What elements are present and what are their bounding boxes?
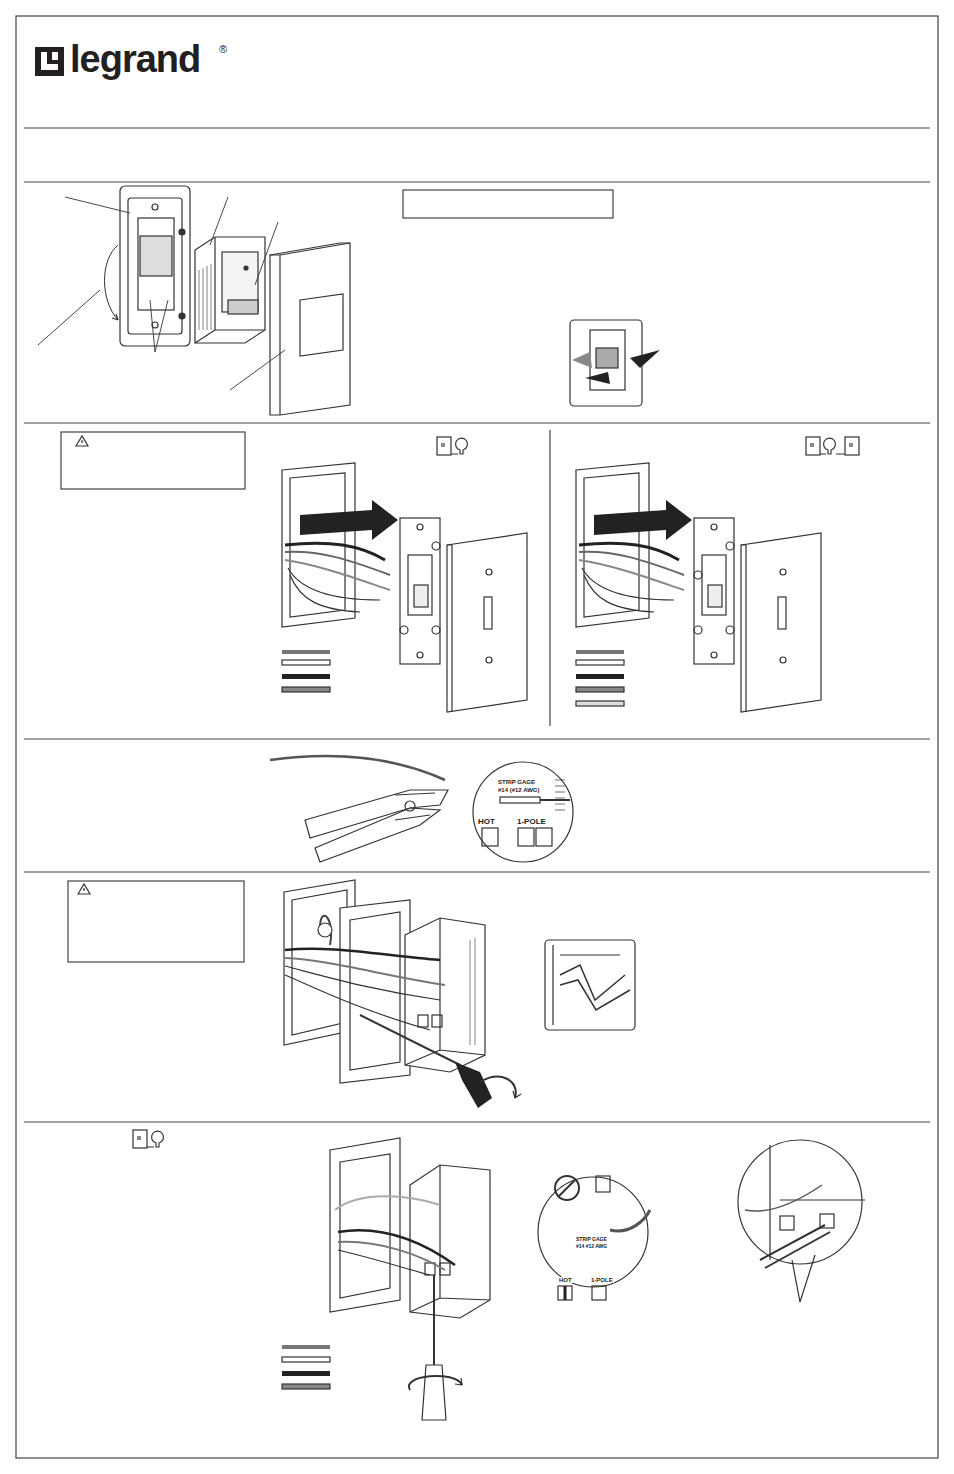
- strip-gage-label: STRIP GAGE: [575, 1237, 608, 1242]
- strip-wire: [270, 756, 573, 862]
- terminal-label: HOT: [477, 818, 496, 826]
- logo-mark: [35, 47, 64, 76]
- wire-device: [133, 1130, 865, 1420]
- strip-gage-label: STRIP GAGE: [497, 779, 536, 785]
- mount-frame: [68, 880, 635, 1108]
- terminal-label: HOT: [558, 1277, 573, 1283]
- registered-mark: ®: [218, 44, 228, 55]
- remove-old-switch: [61, 432, 859, 712]
- wire-gauge-label: #14 (#12 AWG): [497, 787, 540, 793]
- wire-gauge-label: #14 #12 AWG: [575, 1244, 608, 1249]
- exploded-view: [38, 186, 660, 415]
- terminal-label: 1-POLE: [590, 1277, 614, 1283]
- brand-logo: legrand: [70, 40, 200, 78]
- terminal-label: 1-POLE: [516, 818, 547, 826]
